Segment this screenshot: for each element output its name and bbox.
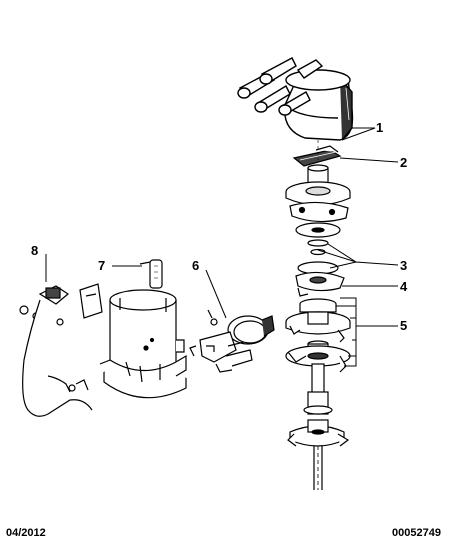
callout-5: 5 bbox=[400, 318, 408, 333]
callout-1: 1 bbox=[376, 120, 384, 135]
drive-shaft bbox=[287, 363, 350, 490]
footer-reference: 00052749 bbox=[392, 527, 441, 539]
callout-8: 8 bbox=[31, 243, 39, 258]
vacuum-advance-unit bbox=[189, 309, 275, 373]
advance-plate bbox=[295, 261, 345, 297]
callout-6: 6 bbox=[192, 258, 200, 273]
upper-plate-assembly bbox=[285, 164, 351, 256]
rotor-arm bbox=[292, 145, 342, 167]
leader-lines bbox=[45, 127, 399, 367]
callout-4: 4 bbox=[400, 279, 408, 294]
centrifugal-advance-assembly bbox=[285, 298, 351, 373]
callout-3: 3 bbox=[400, 258, 408, 273]
callout-2: 2 bbox=[400, 155, 408, 170]
retaining-clip bbox=[139, 259, 163, 289]
footer-date: 04/2012 bbox=[6, 527, 46, 539]
distributor-body bbox=[99, 289, 187, 399]
distributor-cap bbox=[237, 57, 354, 141]
callout-7: 7 bbox=[98, 258, 106, 273]
pickup-sensor-wiring bbox=[19, 283, 103, 417]
